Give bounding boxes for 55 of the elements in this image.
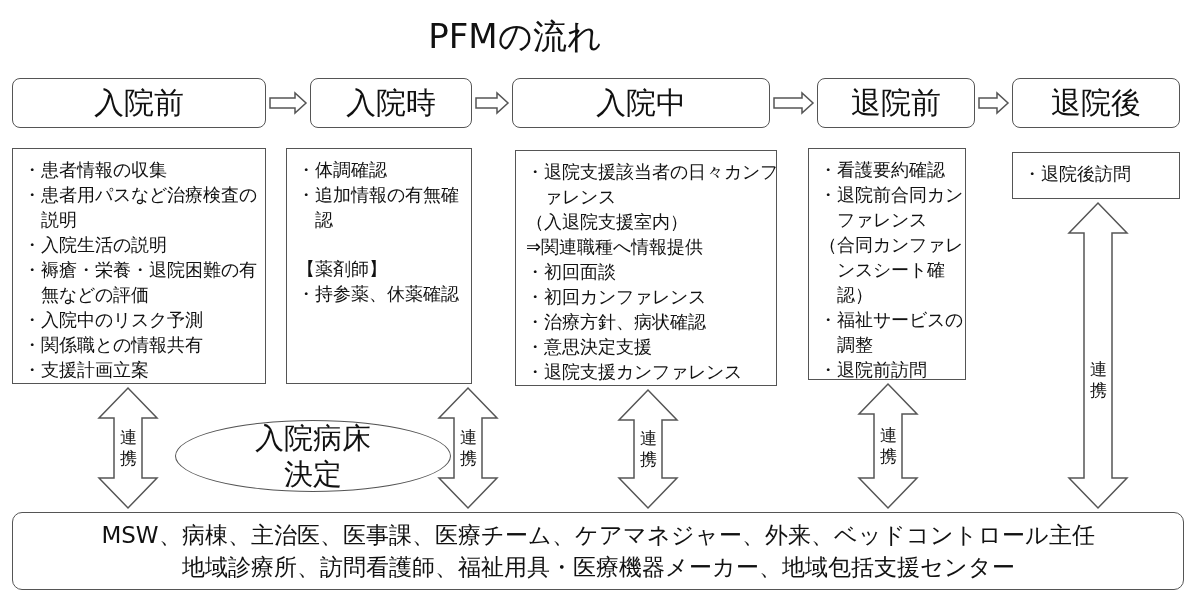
task-list-box [1012,152,1180,199]
task-item: ・退院前訪問 [819,358,928,382]
stage-label: 退院後 [1051,83,1141,122]
diagram-title: PFMの流れ [427,15,603,58]
stage-label: 退院前 [851,83,941,122]
edge-label: 連携 [459,427,477,469]
edge-label: 連携 [1089,359,1107,401]
partner-list: 地域診療所、訪問看護師、福祉用具・医療機器メーカー、地域包括支援センター [181,551,1015,583]
task-item: ・関係職との情報共有 [23,333,204,357]
task-item: ・患者用パスなど治療検査の説明 [23,183,258,232]
edge-label: 連携 [879,425,897,467]
arrow [773,91,815,115]
task-item: ・支援計画立案 [23,358,150,382]
stage-box [817,78,975,128]
task-item: ・患者情報の収集 [23,158,168,182]
task-list-box [808,148,966,380]
arrow [475,91,510,115]
task-item: ・初回カンファレンス [526,285,707,309]
task-item: ・意思決定支援 [526,335,653,359]
task-item: ・治療方針、病状確認 [526,310,707,334]
task-list-box [286,148,472,384]
task-item: ・初回面談 [526,260,617,284]
arrow [978,91,1010,115]
task-item: （合同カンファレンスシート確認） [819,233,964,307]
oval-label: 入院病床決定 [254,420,372,492]
partner-box [12,512,1184,590]
task-item: （入退院支援室内） [526,210,689,234]
task-list-box [12,148,266,384]
task-item: ・入院生活の説明 [23,233,168,257]
partner-list: MSW、病棟、主治医、医事課、医療チーム、ケアマネジャー、外来、ベッドコントロール主任 [101,519,1095,551]
task-item: ⇒関連職種へ情報提供 [526,235,705,259]
task-item: ・体調確認 [297,158,388,182]
stage-box [12,78,266,128]
arrow [1067,201,1129,510]
stage-label: 入院前 [94,83,184,122]
task-item: ・追加情報の有無確認 [297,183,460,232]
stage-box [310,78,472,128]
task-item: ・退院後訪問 [1023,162,1132,186]
task-item: ・退院支援該当者の日々カンファレンス [526,160,779,209]
edge-label: 連携 [639,428,657,470]
edge-label: 連携 [119,427,137,469]
task-list-box [515,150,777,386]
task-item: ・褥瘡・栄養・退院困難の有無などの評価 [23,258,258,307]
task-item: ・退院支援カンファレンス [526,360,743,384]
stage-box [1012,78,1180,128]
arrow [269,91,308,115]
stage-box [512,78,770,128]
task-item: ・看護要約確認 [819,158,946,182]
task-item: ・退院前合同カンファレンス [819,183,964,232]
stage-label: 入院中 [596,83,686,122]
task-item: 【薬剤師】 [297,257,388,281]
stage-label: 入院時 [346,83,436,122]
task-item: ・持参薬、休薬確認 [297,282,460,306]
task-item: ・福祉サービスの調整 [819,308,964,357]
task-item: ・入院中のリスク予測 [23,308,204,332]
